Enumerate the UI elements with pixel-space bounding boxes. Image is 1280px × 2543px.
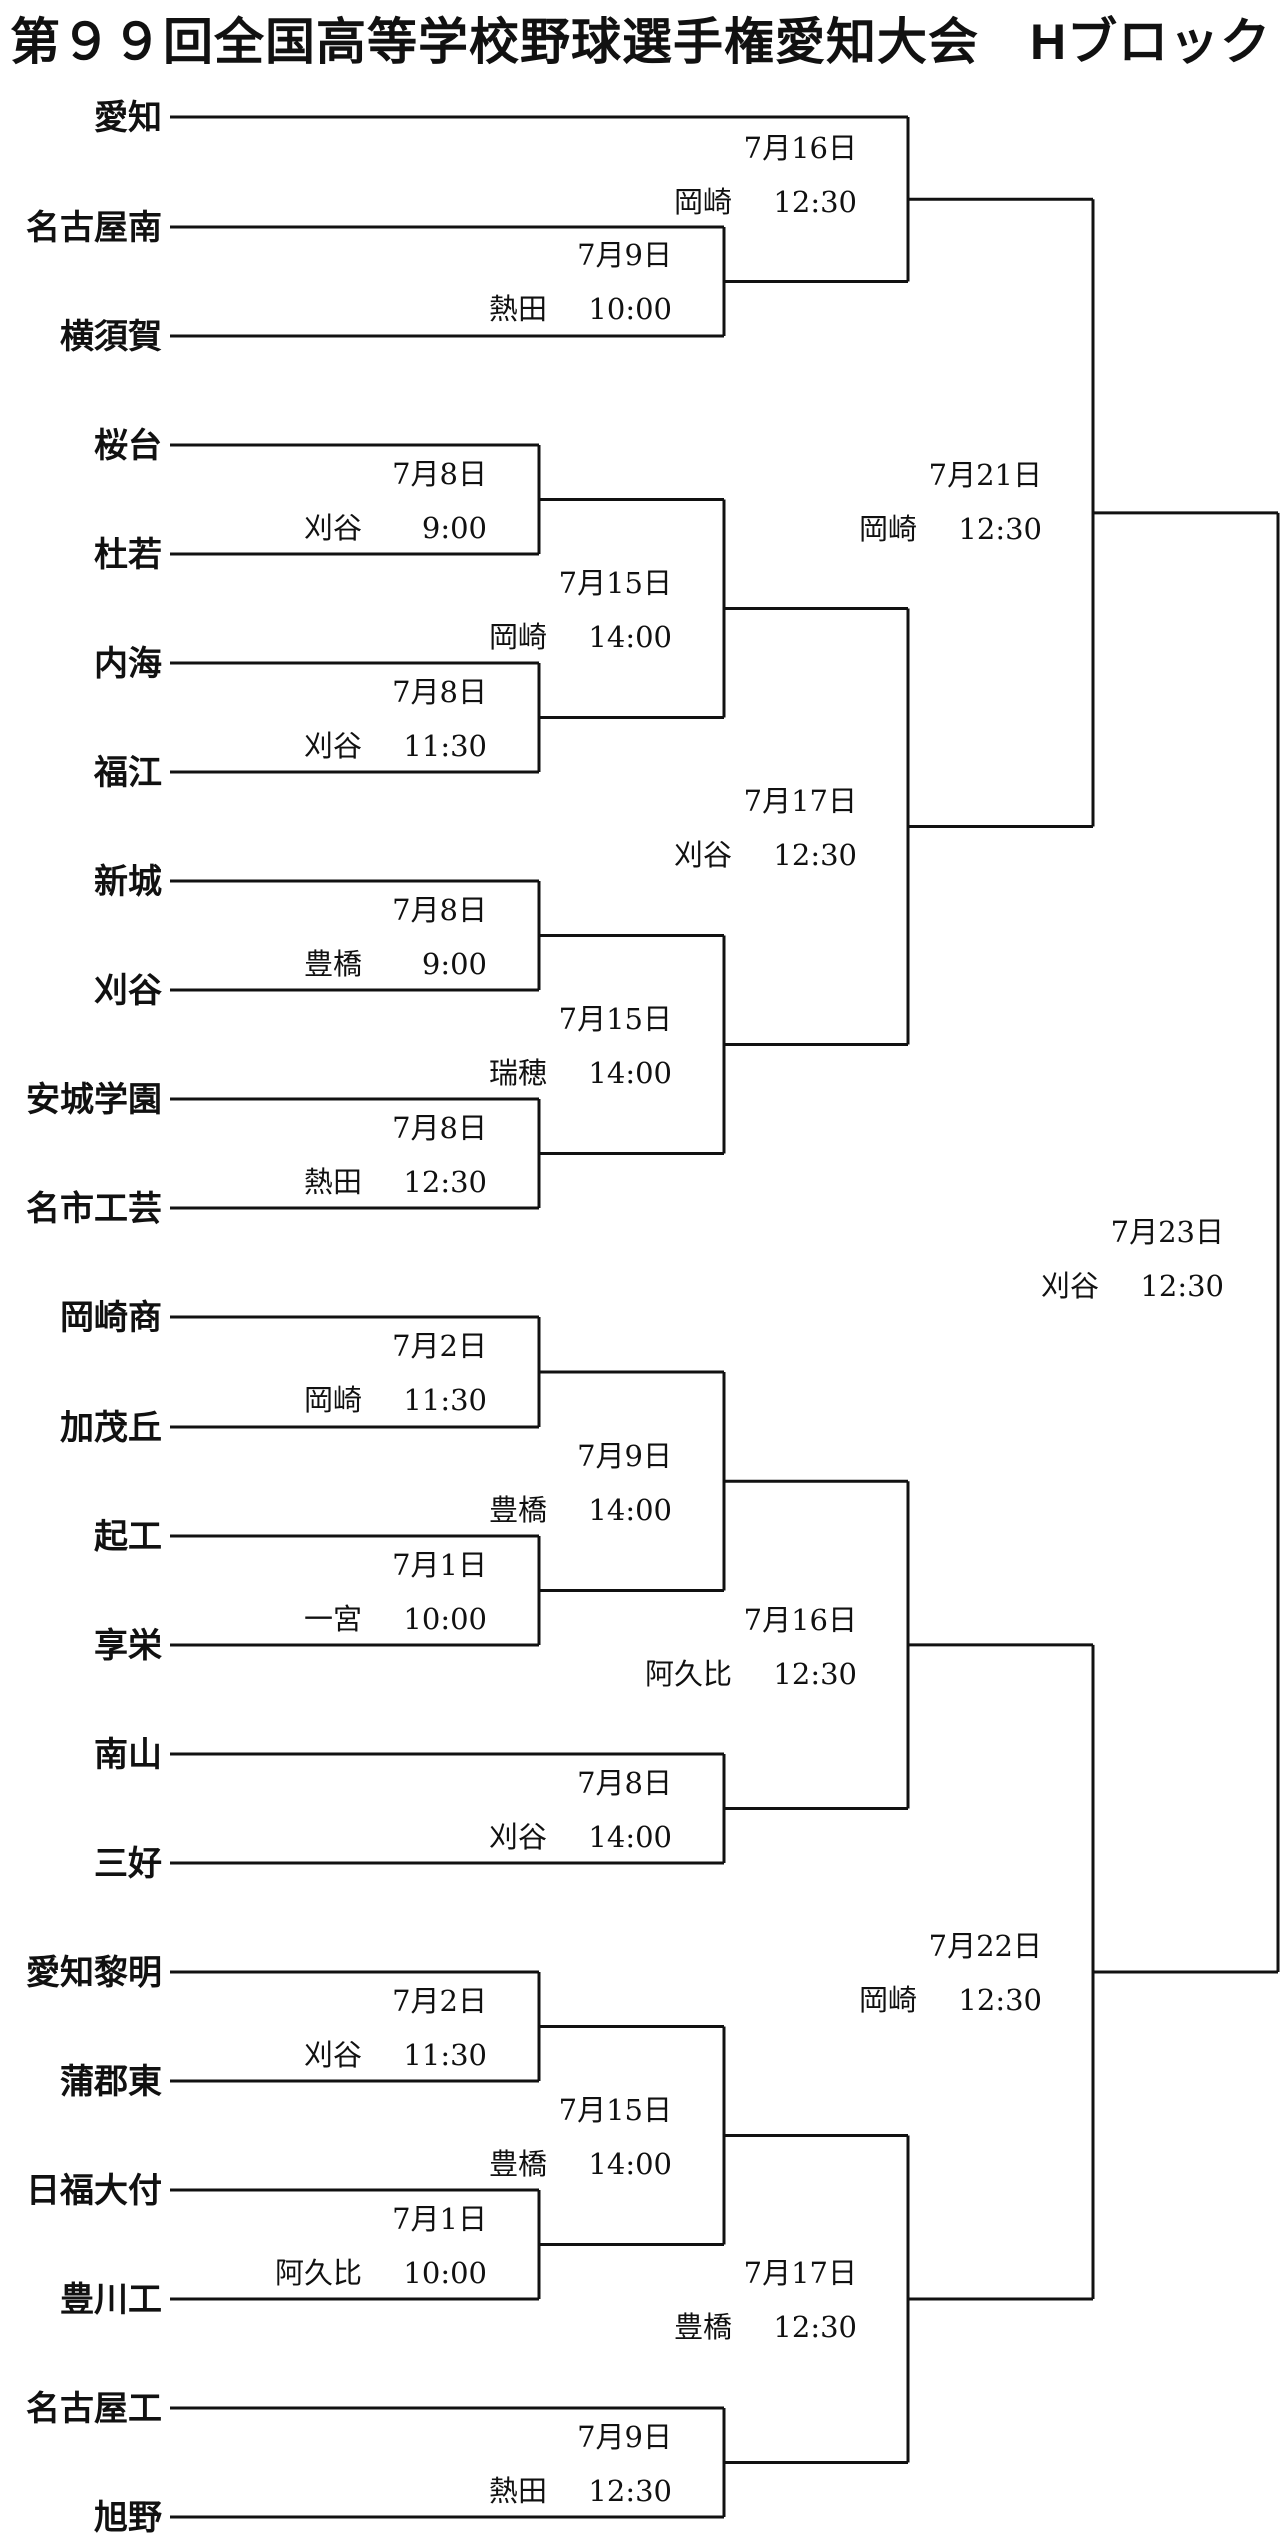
team-name: 三好 xyxy=(94,1844,162,1884)
game-time: 12:30 xyxy=(403,1165,487,1199)
game-date: 7月2日 xyxy=(392,1984,487,2018)
bracket-lines xyxy=(170,115,1280,2519)
team-name: 日福大付 xyxy=(26,2171,162,2211)
game-venue: 熱田 xyxy=(304,1165,362,1199)
team-name: 岡崎商 xyxy=(60,1298,162,1338)
game-time: 12:30 xyxy=(958,512,1042,546)
game-time: 12:30 xyxy=(773,1657,857,1691)
game-time: 9:00 xyxy=(422,947,487,981)
game-time: 14:00 xyxy=(588,620,672,654)
game-venue: 刈谷 xyxy=(304,511,362,545)
team-name: 桜台 xyxy=(94,426,162,466)
game-date: 7月16日 xyxy=(744,1603,857,1637)
team-name: 豊川工 xyxy=(60,2280,162,2320)
game-date: 7月15日 xyxy=(559,566,672,600)
game-date: 7月2日 xyxy=(392,1329,487,1363)
game-venue: 阿久比 xyxy=(275,2256,362,2290)
game-date: 7月1日 xyxy=(392,1548,487,1582)
game-venue: 豊橋 xyxy=(674,2310,732,2344)
game-time: 9:00 xyxy=(422,511,487,545)
game-time: 12:30 xyxy=(773,185,857,219)
game-venue: 熱田 xyxy=(489,292,547,326)
game-date: 7月16日 xyxy=(744,131,857,165)
team-list: 愛知名古屋南横須賀桜台杜若内海福江新城刈谷安城学園名市工芸岡崎商加茂丘起工享栄南… xyxy=(26,98,162,2538)
game-time: 12:30 xyxy=(588,2474,672,2508)
game-venue: 岡崎 xyxy=(859,1983,917,2017)
game-time: 14:00 xyxy=(588,1493,672,1527)
game-date: 7月17日 xyxy=(744,2256,857,2290)
game-date: 7月8日 xyxy=(392,457,487,491)
team-name: 旭野 xyxy=(94,2498,162,2538)
team-name: 名古屋南 xyxy=(26,208,162,248)
team-name: 内海 xyxy=(94,644,162,684)
game-time: 12:30 xyxy=(773,2310,857,2344)
game-info-list: 7月9日 10:00 熱田 7月8日 9:00 刈谷 7月8日 11:30 刈谷 7月8日 9:00… xyxy=(275,131,1224,2508)
game-time: 11:30 xyxy=(403,1383,487,1417)
team-name: 横須賀 xyxy=(60,317,162,357)
game-venue: 熱田 xyxy=(489,2474,547,2508)
game-date: 7月9日 xyxy=(577,1439,672,1473)
game-time: 12:30 xyxy=(1140,1269,1224,1303)
game-time: 10:00 xyxy=(403,2256,487,2290)
game-date: 7月1日 xyxy=(392,2202,487,2236)
game-date: 7月22日 xyxy=(929,1929,1042,1963)
game-venue: 岡崎 xyxy=(674,185,732,219)
game-venue: 豊橋 xyxy=(489,1493,547,1527)
game-time: 10:00 xyxy=(588,292,672,326)
game-time: 12:30 xyxy=(773,838,857,872)
team-name: 愛知黎明 xyxy=(26,1953,162,1993)
game-venue: 刈谷 xyxy=(1041,1269,1099,1303)
game-venue: 岡崎 xyxy=(859,512,917,546)
team-name: 愛知 xyxy=(94,98,162,138)
team-name: 享栄 xyxy=(94,1626,162,1666)
game-venue: 刈谷 xyxy=(489,1820,547,1854)
game-venue: 岡崎 xyxy=(489,620,547,654)
game-venue: 刈谷 xyxy=(304,2038,362,2072)
team-name: 名市工芸 xyxy=(26,1189,162,1229)
game-time: 14:00 xyxy=(588,1820,672,1854)
game-venue: 岡崎 xyxy=(304,1383,362,1417)
game-venue: 豊橋 xyxy=(304,947,362,981)
game-time: 14:00 xyxy=(588,2147,672,2181)
game-date: 7月9日 xyxy=(577,2420,672,2454)
team-name: 新城 xyxy=(94,862,162,902)
team-name: 名古屋工 xyxy=(26,2389,162,2429)
page-title: 第９９回全国高等学校野球選手権愛知大会 Hブロック xyxy=(10,14,1272,70)
game-date: 7月8日 xyxy=(577,1766,672,1800)
team-name: 杜若 xyxy=(94,535,162,575)
game-date: 7月17日 xyxy=(744,784,857,818)
game-date: 7月15日 xyxy=(559,2093,672,2127)
game-date: 7月9日 xyxy=(577,238,672,272)
game-date: 7月8日 xyxy=(392,675,487,709)
game-venue: 瑞穂 xyxy=(489,1056,547,1090)
team-name: 起工 xyxy=(94,1517,162,1557)
game-time: 11:30 xyxy=(403,729,487,763)
team-name: 福江 xyxy=(93,753,162,793)
team-name: 蒲郡東 xyxy=(60,2062,162,2102)
team-name: 加茂丘 xyxy=(60,1408,162,1448)
game-time: 14:00 xyxy=(588,1056,672,1090)
game-venue: 刈谷 xyxy=(304,729,362,763)
game-time: 12:30 xyxy=(958,1983,1042,2017)
game-venue: 一宮 xyxy=(304,1602,362,1636)
team-name: 南山 xyxy=(94,1735,162,1775)
game-date: 7月8日 xyxy=(392,893,487,927)
game-venue: 豊橋 xyxy=(489,2147,547,2181)
team-name: 安城学園 xyxy=(26,1080,162,1120)
team-name: 刈谷 xyxy=(94,971,162,1011)
game-venue: 刈谷 xyxy=(674,838,732,872)
game-date: 7月21日 xyxy=(929,458,1042,492)
game-date: 7月23日 xyxy=(1111,1215,1224,1249)
game-date: 7月8日 xyxy=(392,1111,487,1145)
game-date: 7月15日 xyxy=(559,1002,672,1036)
game-venue: 阿久比 xyxy=(645,1657,732,1691)
game-time: 10:00 xyxy=(403,1602,487,1636)
game-time: 11:30 xyxy=(403,2038,487,2072)
